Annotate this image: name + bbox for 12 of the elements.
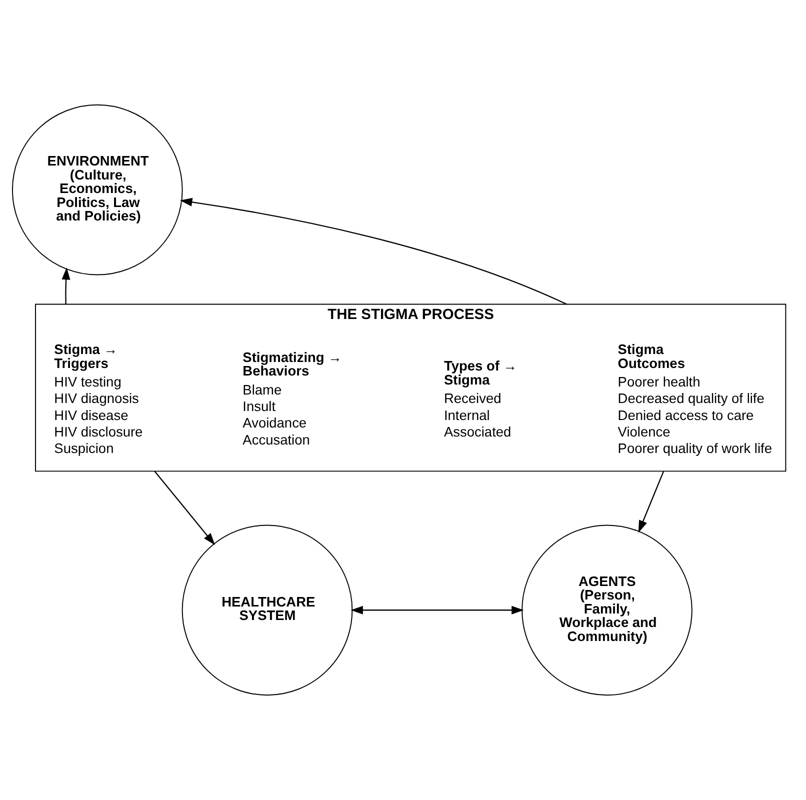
node-text: Stigma → Triggers HIV testing HIV diagnosis HIV disease HIV disclosure Suspicion [54, 342, 143, 456]
node-circle: ENVIRONMENT (Culture, Economics, Politics, Law and Policies) [12, 104, 183, 276]
arrow [350, 606, 524, 614]
arrow [180, 198, 567, 305]
node-text: Stigmatizing → Behaviors Blame Insult Avoidance Accusation [242, 350, 342, 448]
arrow [638, 470, 664, 533]
node-circle: HEALTHCARE SYSTEM [182, 524, 353, 696]
arrow [62, 267, 70, 304]
arrow [154, 470, 216, 546]
node-circle: AGENTS (Person, Family, Workplace and Community) [522, 524, 692, 696]
node-text: Stigma Outcomes Poorer health Decreased quality of life Denied access to care Violence Poorer quality of work life [618, 342, 772, 456]
node-text: Types of → Stigma Received Internal Associated [444, 358, 518, 440]
